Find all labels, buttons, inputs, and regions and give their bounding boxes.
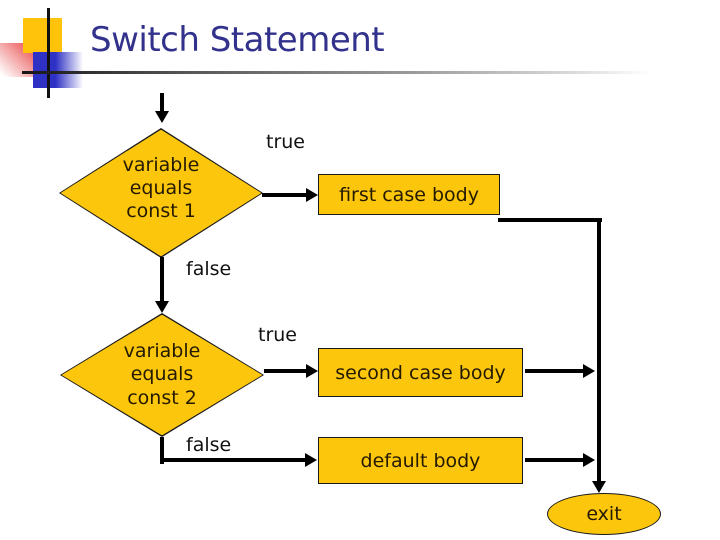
terminal-exit: exit <box>547 493 661 535</box>
connector-false-2-vertical <box>160 437 164 464</box>
process-default-body: default body <box>318 437 523 484</box>
decoration-vertical-line <box>47 8 50 98</box>
arrowhead-entry-down-icon <box>155 111 169 123</box>
process-second-label: second case body <box>335 361 506 384</box>
decoration-blue-square <box>33 52 83 88</box>
connector-true-1 <box>262 193 306 197</box>
connector-false-1 <box>160 257 164 302</box>
process-second-case-body: second case body <box>318 348 523 397</box>
arrowhead-true1-right-icon <box>306 188 318 202</box>
connector-join-vertical <box>597 218 601 482</box>
decision1-label: variable equals const 1 <box>122 153 200 223</box>
decision-variable-equals-const2: variable equals const 2 <box>60 313 264 437</box>
arrowhead-exit-down-icon <box>592 481 606 493</box>
decision2-label: variable equals const 2 <box>123 340 201 409</box>
connector-false-2-horizontal <box>160 458 305 462</box>
arrowhead-true2-right-icon <box>306 364 318 378</box>
connector-second-out <box>525 369 583 373</box>
connector-entry <box>160 93 164 113</box>
terminal-exit-label: exit <box>586 503 622 525</box>
label-false-2: false <box>186 434 232 456</box>
process-default-label: default body <box>360 449 481 472</box>
connector-true-2 <box>264 369 306 373</box>
process-first-label: first case body <box>339 183 479 206</box>
label-true-2: true <box>258 324 297 346</box>
connector-default-out <box>525 458 583 462</box>
arrowhead-false2-right-icon <box>305 453 317 467</box>
title-underline-rule <box>22 71 665 74</box>
connector-first-out-horizontal <box>498 218 602 222</box>
arrowhead-default-out-right-icon <box>583 453 595 467</box>
decision-variable-equals-const1: variable equals const 1 <box>59 128 263 258</box>
label-true-1: true <box>266 131 305 153</box>
page-title: Switch Statement <box>90 20 385 60</box>
arrowhead-false1-down-icon <box>155 301 169 313</box>
decoration-yellow-square <box>23 18 62 53</box>
label-false-1: false <box>186 258 232 280</box>
process-first-case-body: first case body <box>318 174 500 215</box>
arrowhead-second-out-right-icon <box>583 364 595 378</box>
